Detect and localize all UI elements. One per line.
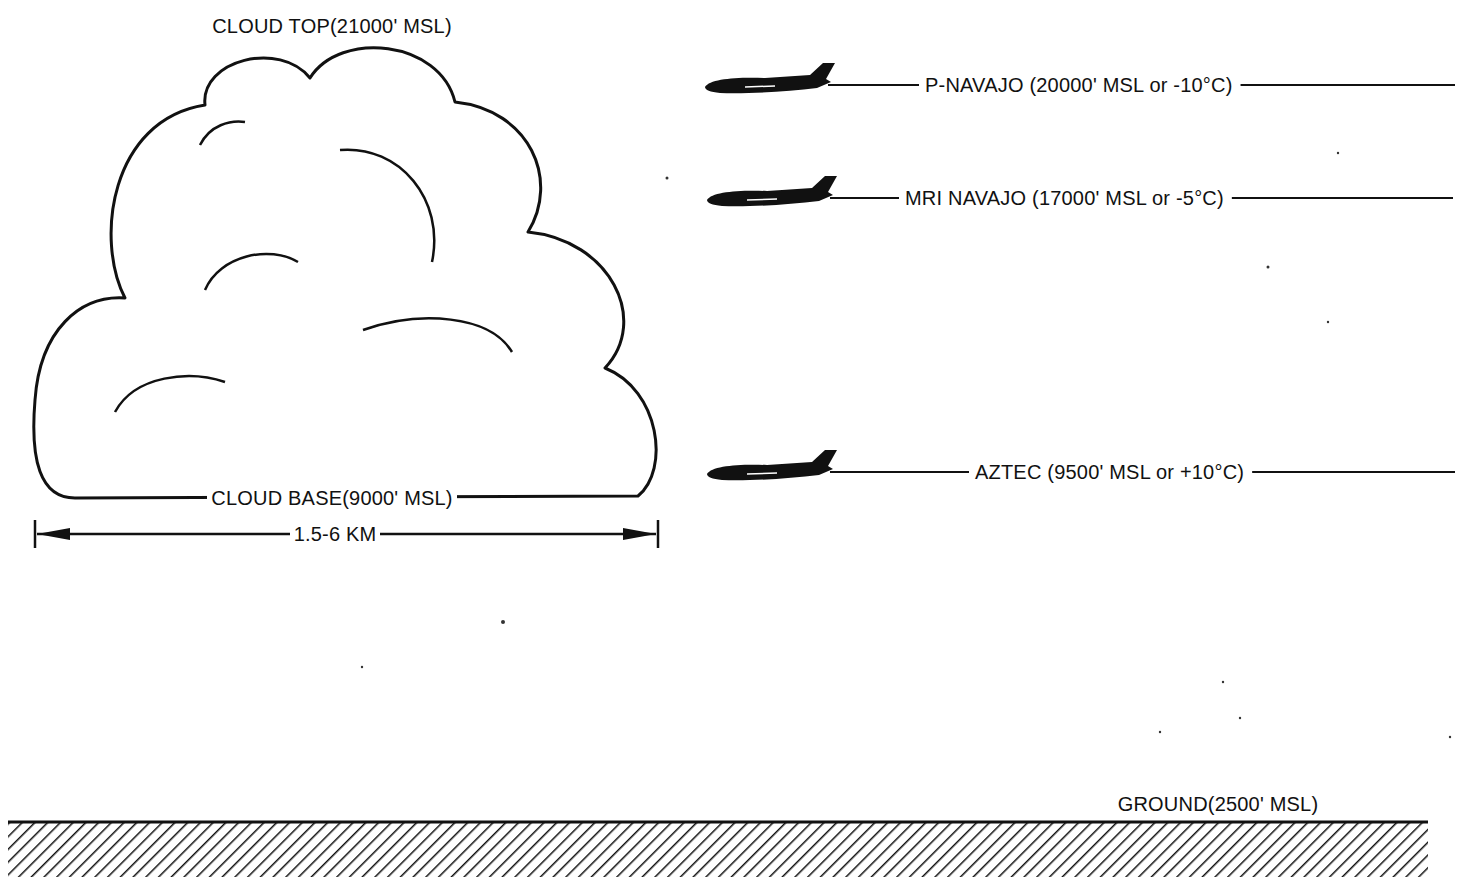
speck xyxy=(1159,731,1161,733)
aircraft-label: P-NAVAJO (20000' MSL or -10°C) xyxy=(925,73,1233,97)
speck xyxy=(1222,681,1224,683)
ground-label: GROUND(2500' MSL) xyxy=(1118,792,1319,816)
speck xyxy=(1449,736,1451,738)
arrowhead xyxy=(37,528,70,540)
leader-line xyxy=(1241,84,1455,86)
aircraft-body xyxy=(707,450,837,480)
leader-line xyxy=(830,471,969,473)
leader-line xyxy=(830,197,899,199)
aircraft-silhouette xyxy=(707,450,837,480)
aircraft-body xyxy=(705,63,835,93)
cloud-billow xyxy=(363,318,512,352)
cloud-billow xyxy=(205,254,298,290)
aircraft-window xyxy=(745,86,775,87)
leader-line xyxy=(1252,471,1455,473)
dimension-tick xyxy=(657,520,660,548)
dimension-label: 1.5-6 KM xyxy=(290,522,381,546)
ground-surface xyxy=(8,821,1428,824)
arrowhead xyxy=(623,528,656,540)
speck xyxy=(1239,717,1241,719)
aircraft-window xyxy=(747,199,777,200)
ground-hatch xyxy=(8,822,1428,877)
ground-band: GROUND(2500' MSL) xyxy=(0,780,1460,877)
speck xyxy=(666,177,669,180)
speck xyxy=(1267,266,1270,269)
dimension-line xyxy=(35,520,658,548)
aircraft-silhouette xyxy=(707,176,837,206)
dimension-tick xyxy=(34,520,37,548)
speck xyxy=(501,620,505,624)
cloud-billow xyxy=(340,150,434,262)
cloud-base-label: CLOUD BASE(9000' MSL) xyxy=(207,486,456,510)
aircraft-body xyxy=(707,176,837,206)
aircraft-label: MRI NAVAJO (17000' MSL or -5°C) xyxy=(905,186,1224,210)
aircraft xyxy=(705,63,837,480)
cloud-outline xyxy=(34,48,656,498)
cloud-top-label: CLOUD TOP(21000' MSL) xyxy=(212,14,452,38)
aircraft-window xyxy=(747,473,777,474)
cloud-billow xyxy=(115,376,225,412)
speck xyxy=(1327,321,1329,323)
cloud-outline: CLOUD TOP(21000' MSL) CLOUD BASE(9000' MS… xyxy=(0,0,700,520)
speck xyxy=(361,666,363,668)
aircraft-silhouette xyxy=(705,63,835,93)
leader-lines xyxy=(828,85,1455,472)
cloud-outline xyxy=(0,0,700,520)
speck xyxy=(1337,152,1339,154)
aircraft-label: AZTEC (9500' MSL or +10°C) xyxy=(975,460,1244,484)
leader-line xyxy=(1232,197,1453,199)
cloud-billow xyxy=(200,122,245,145)
leader-line xyxy=(828,84,919,86)
